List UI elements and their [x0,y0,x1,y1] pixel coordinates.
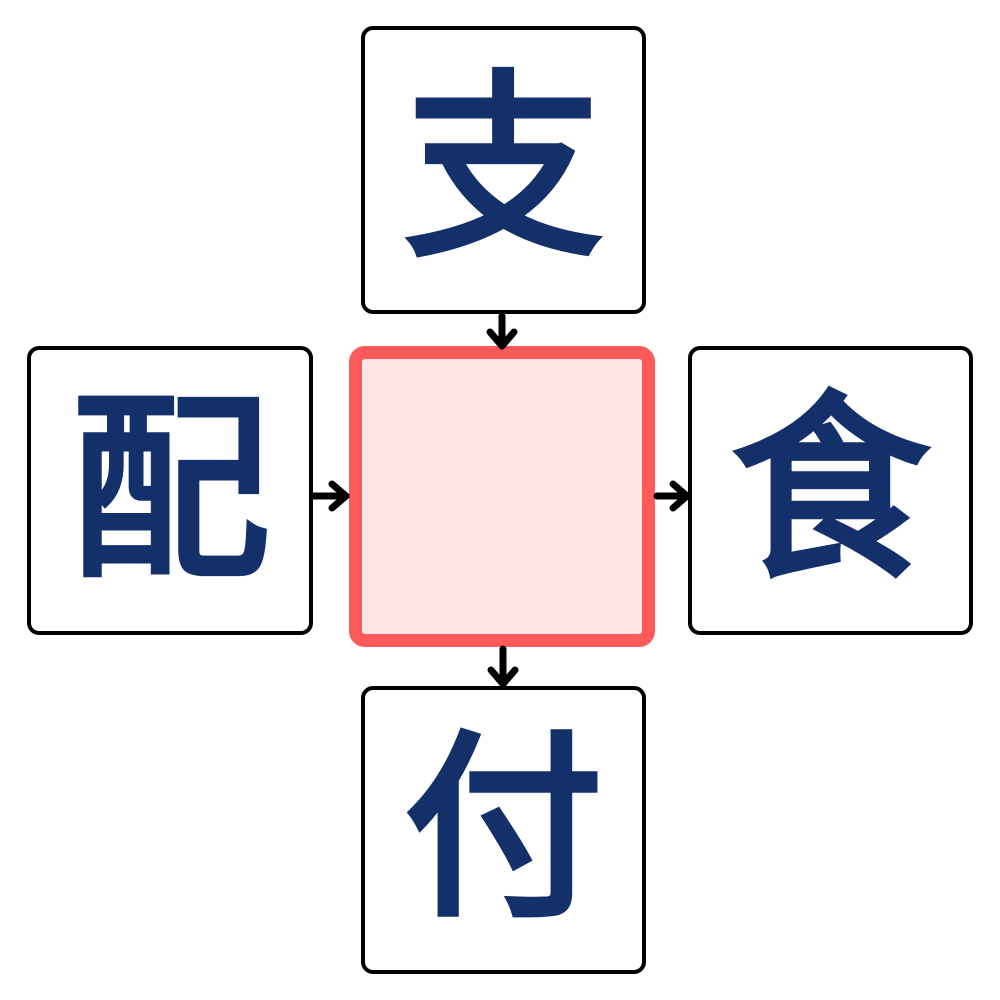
right-kanji: 食 [730,373,931,607]
top-kanji: 支 [403,53,604,286]
left-box: 配 [27,346,313,635]
arrow-down-center-icon [487,645,519,688]
bottom-box: 付 [361,686,646,974]
arrow-down-top-icon [486,312,518,350]
arrow-right-left-icon [310,480,350,512]
top-box: 支 [361,26,646,314]
arrow-right-center-icon [653,480,692,512]
left-kanji: 配 [69,373,270,607]
answer-box[interactable] [349,346,655,647]
right-box: 食 [688,346,973,635]
bottom-kanji: 付 [403,713,604,946]
